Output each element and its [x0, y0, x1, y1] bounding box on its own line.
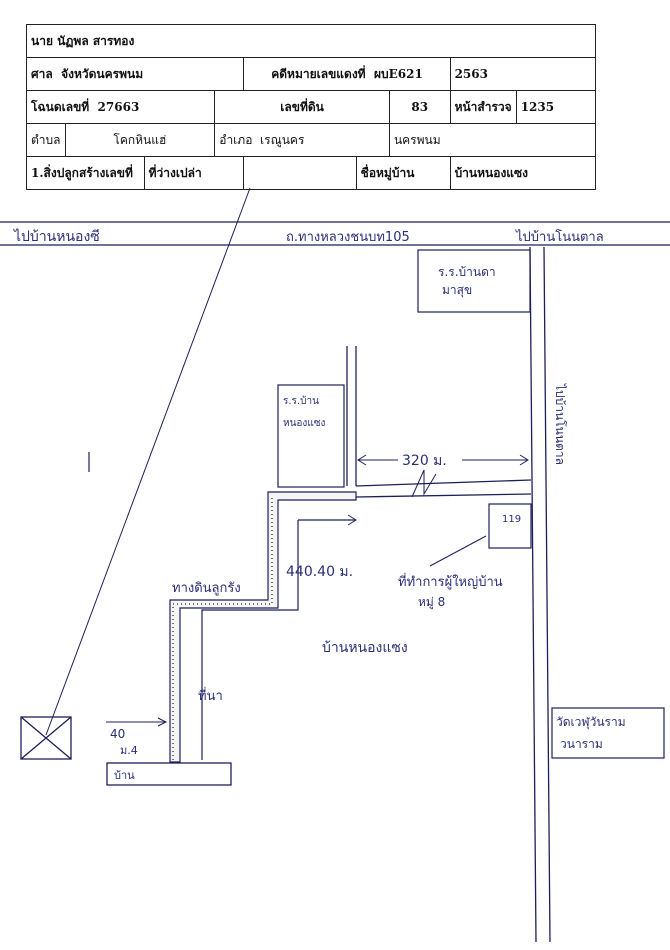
- school-2-box: [277, 384, 345, 488]
- side-road-bottom: [355, 479, 532, 487]
- arrow-to-road: [347, 514, 357, 526]
- court-cell: ศาล จังหวัดนครพนม: [25, 57, 245, 91]
- court-label: ศาล: [31, 66, 53, 81]
- distance-2: 440.40 ม.: [286, 564, 353, 580]
- village-office-label: ที่ทำการผู้ใหญ่บ้าน: [398, 573, 503, 590]
- survey-page: 1235: [515, 90, 597, 124]
- province: นครพนม: [388, 123, 597, 157]
- case-number-cell: คดีหมายเลขแดงที่ ผบE621: [243, 57, 451, 91]
- deed-label: โฉนดเลขที่: [31, 99, 90, 114]
- court-value: จังหวัดนครพนม: [61, 66, 144, 81]
- school-1-label: ร.ร.บ้านดา: [438, 265, 496, 279]
- subdistrict: โคกหินแฮ่: [64, 123, 216, 157]
- distance-1: 320 ม.: [402, 453, 447, 469]
- east-road-right: [543, 246, 551, 943]
- house-label: บ้าน: [114, 769, 135, 782]
- village-name: บ้านหนองแซง: [322, 640, 408, 656]
- cross-line-2: [20, 716, 72, 760]
- case-info-table: นาย นัฏพล สารทอง ศาล จังหวัดนครพนม คดีหม…: [25, 24, 597, 190]
- school-2-label: ร.ร.บ้าน: [283, 395, 319, 407]
- land-no: 83: [388, 90, 451, 124]
- case-year: 2563: [449, 57, 597, 91]
- north-mark: [411, 469, 437, 498]
- arrowhead-right: [519, 454, 529, 466]
- district-cell: อำเภอ เรณูนคร: [214, 123, 390, 157]
- case-number: ผบE621: [373, 66, 423, 81]
- district-label: อำเภอ: [219, 132, 253, 147]
- road-name: ถ.ทางหลวงชนบท105: [286, 230, 410, 245]
- school-1-box: [417, 249, 531, 313]
- village-label: ชื่อหมู่บ้าน: [355, 156, 451, 190]
- pointer-line: [45, 187, 251, 736]
- district: เรณูนคร: [260, 132, 305, 147]
- deed-cell: โฉนดเลขที่ 27663: [25, 90, 216, 124]
- temple-label-line2: วนาราม: [560, 737, 603, 751]
- owner-name: นาย นัฏพล สารทอง: [26, 24, 596, 58]
- dirt-road: [169, 491, 357, 763]
- east-road-left: [529, 246, 537, 943]
- paddy-label: ที่นา: [198, 687, 223, 704]
- school-1-label-line2: มาสุข: [442, 283, 472, 298]
- distance-1-bg: [398, 450, 462, 468]
- east-road-label: ไปบ้านโนนตาล: [553, 383, 567, 465]
- temple-label: วัดเวฬุวันราม: [556, 715, 626, 730]
- temple-box: [551, 707, 665, 759]
- village-office-label-line2: หมู่ 8: [418, 595, 445, 610]
- village-office-pointer: [429, 535, 487, 567]
- house-no: 119: [502, 514, 521, 525]
- house-119-box: [488, 503, 532, 549]
- school-2-label-line2: หนองแซง: [283, 418, 326, 429]
- house-box: [106, 762, 232, 786]
- side-road-bottom-2: [355, 493, 532, 498]
- dirt-road-dots: [172, 496, 273, 760]
- road-to-west: ไปบ้านหนองซี: [13, 228, 100, 245]
- road-to-east: ไปบ้านโนนตาล: [515, 229, 604, 245]
- empty-cell: [243, 156, 357, 190]
- building-label: 1.สิ่งปลูกสร้างเลขที่: [26, 156, 145, 190]
- width-arrowhead: [157, 717, 168, 727]
- building-value: ที่ว่างเปล่า: [143, 156, 245, 190]
- width-unit: ม.4: [120, 744, 138, 757]
- arrowhead-left: [357, 454, 367, 466]
- plot-boundary: [201, 520, 299, 760]
- crossed-box: [20, 716, 72, 760]
- land-no-label: เลขที่ดิน: [214, 90, 390, 124]
- case-label: คดีหมายเลขแดงที่: [271, 66, 366, 81]
- village: บ้านหนองแซง: [449, 156, 597, 190]
- width-label: 40: [110, 727, 125, 741]
- dirt-road-label: ทางดินลูกรัง: [172, 581, 241, 596]
- deed-number: 27663: [97, 99, 140, 114]
